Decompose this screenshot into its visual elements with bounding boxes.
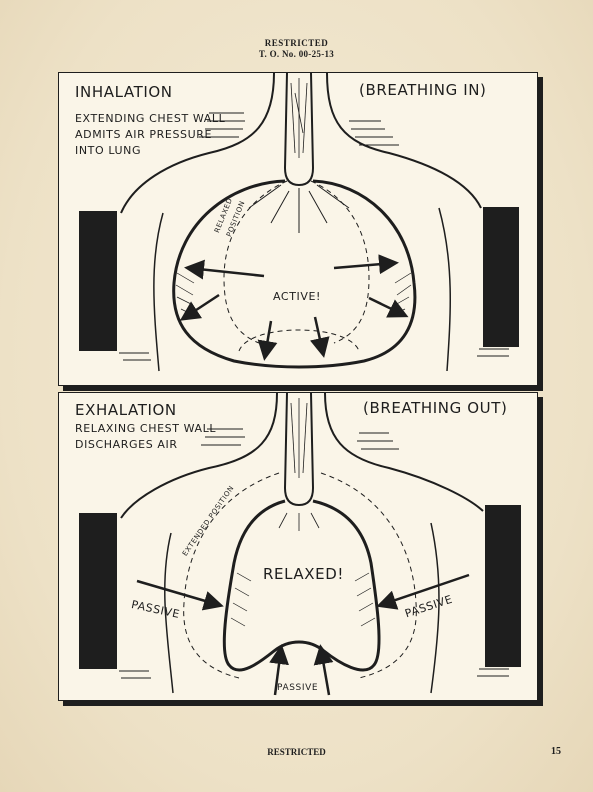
- exhalation-tag: (BREATHING OUT): [363, 399, 508, 417]
- inhalation-tag: (BREATHING IN): [359, 81, 487, 99]
- inhalation-caption-line1: EXTENDING CHEST WALL: [75, 112, 226, 125]
- exhalation-panel: EXHALATION RELAXING CHEST WALL DISCHARGE…: [58, 392, 538, 701]
- right-shoulder-block: [483, 207, 519, 347]
- left-shoulder-block: [79, 211, 117, 351]
- left-shoulder-block: [79, 513, 117, 669]
- exhalation-illustration: [79, 393, 521, 696]
- inhalation-caption-line2: ADMITS AIR PRESSURE: [75, 128, 213, 141]
- relaxed-label: RELAXED!: [263, 565, 344, 583]
- inhalation-caption-line3: INTO LUNG: [75, 144, 142, 157]
- right-shoulder-block: [485, 505, 521, 667]
- inhalation-title: INHALATION: [75, 83, 173, 101]
- header-document-number: T. O. No. 00-25-13: [258, 49, 335, 59]
- expanded-lung: [172, 179, 417, 369]
- inhalation-panel: INHALATION EXTENDING CHEST WALL ADMITS A…: [58, 72, 538, 386]
- header-classification: RESTRICTED: [264, 38, 329, 48]
- relaxed-lung: [222, 499, 381, 672]
- page-number: 15: [551, 746, 561, 757]
- exhalation-caption-line2: DISCHARGES AIR: [75, 438, 178, 451]
- active-label: ACTIVE!: [273, 290, 322, 303]
- exhalation-caption-line1: RELAXING CHEST WALL: [75, 422, 217, 435]
- exhalation-title: EXHALATION: [75, 401, 177, 419]
- passive-bottom-label: PASSIVE: [277, 683, 319, 693]
- footer-classification: RESTRICTED: [267, 747, 326, 757]
- inhalation-illustration: [79, 73, 519, 372]
